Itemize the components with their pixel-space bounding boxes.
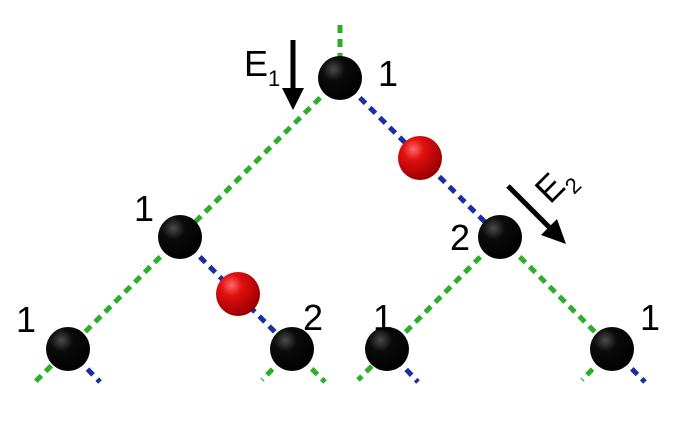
arrow-down-icon: [282, 40, 304, 110]
label-bottom-4: 1: [640, 297, 660, 338]
label-bottom-2: 2: [303, 297, 323, 338]
label-bottom-3: 1: [373, 297, 393, 338]
e1-subscript: 1: [268, 66, 280, 91]
bond-rightmid-b3: [356, 235, 502, 382]
label-left-mid: 1: [134, 188, 154, 229]
red-atom-upper: [398, 136, 442, 180]
red-atom-lower: [216, 272, 260, 316]
node-bottom-1: [46, 327, 90, 371]
node-bottom-4: [590, 327, 634, 371]
node-top: [318, 56, 362, 100]
bond-rightmid-b4: [498, 235, 614, 351]
e1-letter: E: [244, 43, 268, 84]
label-top: 1: [378, 53, 398, 94]
arrow-down-right-icon: [506, 184, 566, 244]
node-right-mid: [478, 215, 522, 259]
field-e1: E 1: [244, 40, 304, 110]
label-right-mid: 2: [450, 217, 470, 258]
node-left-mid: [158, 215, 202, 259]
node-bottom-2: [270, 327, 314, 371]
node-bottom-3: [365, 327, 409, 371]
bond-leftmid-b2: [178, 235, 294, 351]
bond-top-left: [178, 76, 342, 239]
label-bottom-1: 1: [16, 299, 36, 340]
